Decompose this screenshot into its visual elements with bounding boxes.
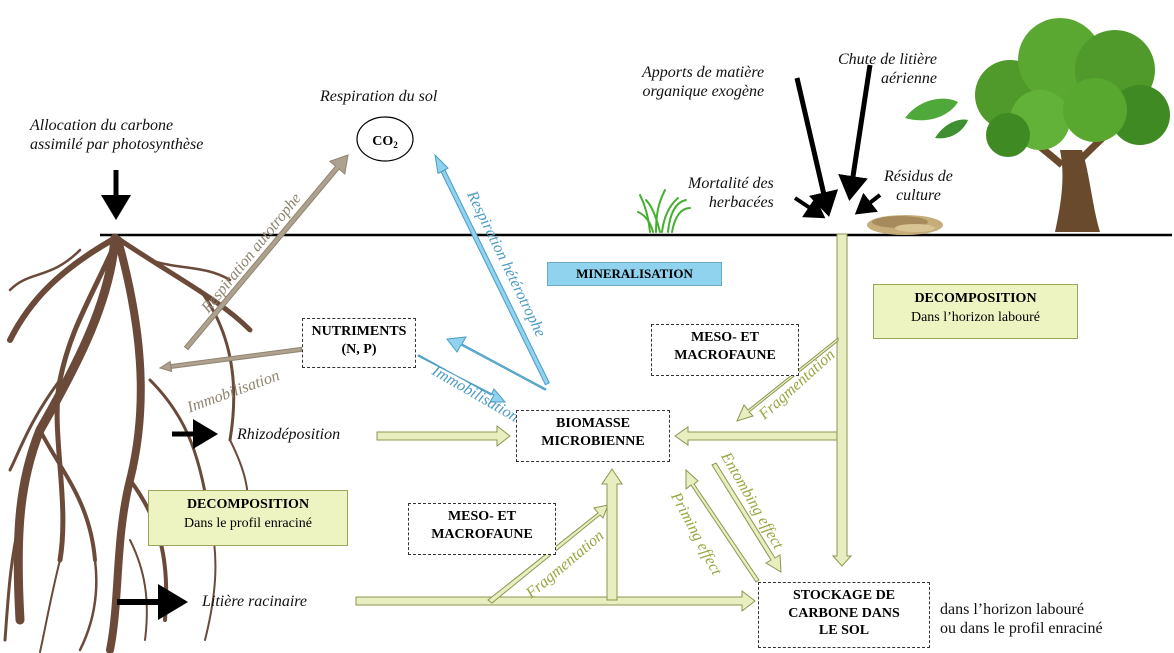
tree-illustration	[975, 18, 1170, 232]
decomp-to-biomasse-arrow	[674, 426, 838, 446]
resp-auto-label: Respiration autotrophe	[198, 190, 305, 317]
mineralisation-box: MINERALISATION	[547, 262, 722, 286]
residus-arrow	[854, 192, 882, 215]
co2-label: CO2	[372, 134, 398, 150]
entombing-arrow	[711, 462, 782, 573]
crop-residue-icon	[867, 215, 943, 235]
frag-up-arrow	[601, 468, 623, 601]
chute-arrow	[838, 64, 873, 201]
priming-arrow	[685, 468, 760, 583]
immob-left-arrow	[158, 346, 303, 373]
immob-blue-2	[417, 354, 507, 403]
nutriments-box: NUTRIMENTS(N, P)	[302, 318, 416, 368]
co2-circle	[356, 116, 414, 162]
roots-illustration	[3, 233, 253, 653]
respiration-sol-label: Respiration du sol	[320, 88, 438, 105]
mortalite-arrow	[793, 196, 826, 219]
resp-hetero-label: Respiration hétérotrophe	[463, 187, 549, 339]
resp-hetero-arrow	[434, 153, 550, 386]
apports-arrow	[794, 77, 839, 217]
immob-blue-1	[446, 336, 547, 391]
litiere-arrow	[355, 589, 756, 613]
rhizo-arrow	[376, 424, 511, 448]
immob-right-label: Immobilisation	[428, 362, 521, 426]
leaf-icon	[905, 98, 968, 139]
decomp-vertical-arrow	[831, 233, 853, 567]
grass-icon	[637, 189, 691, 233]
decomposition-bottom-box: DECOMPOSITION Dans le profil enraciné	[148, 490, 348, 546]
frag-top-arrow	[736, 336, 839, 422]
decomposition-top-box: DECOMPOSITION Dans l’horizon labouré	[873, 284, 1078, 339]
resp-auto-arrow	[183, 154, 349, 351]
priming-label: Priming effect	[667, 489, 726, 579]
litiere-label: Litière racinaire	[202, 593, 308, 610]
rhizodeposition-label: Rhizodéposition	[237, 426, 341, 443]
